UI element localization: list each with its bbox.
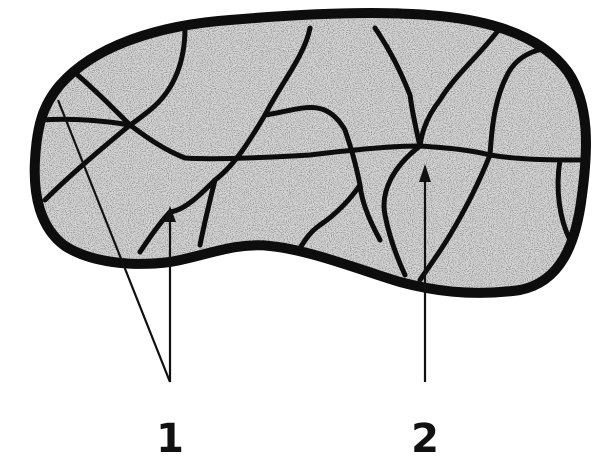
label-2: 2 — [411, 416, 439, 462]
label-1: 1 — [156, 416, 184, 462]
